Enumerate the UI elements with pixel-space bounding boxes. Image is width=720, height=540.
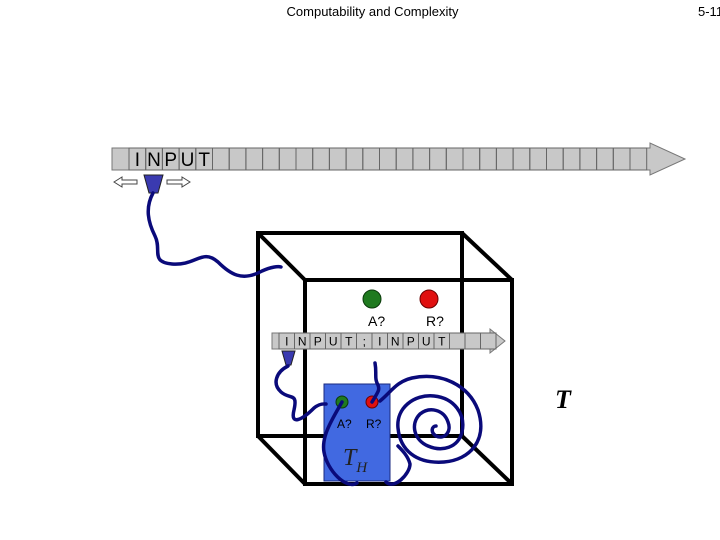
cube-back-face: [303, 278, 514, 486]
outer-head-shape: [143, 174, 164, 194]
wire-TH-to-accept: [321, 400, 359, 487]
cube-edge-bottom-left: [256, 434, 307, 486]
cube-edge-top-left: [256, 231, 307, 282]
move-left-arrow-icon: [113, 176, 138, 188]
machine-T-accept-light: [362, 289, 382, 309]
inner-tape-letter: T: [345, 334, 353, 348]
machine-TH-label: TH: [343, 445, 368, 476]
inner-tape-letter: N: [298, 334, 307, 348]
outer-tape-cells: [128, 147, 648, 171]
machine-TH-reject-label: R?: [366, 417, 382, 431]
outer-tape-letter: P: [164, 150, 177, 171]
move-right-arrow-icon: [166, 176, 191, 188]
machine-T-reject-label: R?: [426, 313, 444, 329]
cube-edge-bottom-right: [460, 434, 514, 486]
outer-tape-letter: U: [181, 150, 195, 171]
machine-TH-label-main: T: [343, 445, 358, 471]
inner-tape-head: [281, 350, 296, 366]
inner-tape-letter: P: [407, 334, 415, 348]
wire-outer-head-to-cube: [146, 191, 283, 278]
inner-tape-letter: N: [391, 334, 400, 348]
inner-tape-cells: [278, 332, 497, 350]
inner-tape-letter: P: [314, 334, 322, 348]
inner-tape-letter: U: [329, 334, 338, 348]
inner-tape-letter: U: [422, 334, 431, 348]
inner-tape-letter: I: [285, 334, 288, 348]
machine-T-label: T: [555, 385, 572, 414]
slide-number: 5-11: [698, 4, 720, 19]
inner-tape-letter: T: [438, 334, 446, 348]
wire-spiral-coil: [378, 374, 483, 486]
cube-edge-top-right: [460, 231, 514, 282]
outer-tape-head: [143, 174, 164, 194]
wire-inner-head-loop: [274, 364, 328, 422]
inner-tape-cell: [480, 332, 497, 350]
outer-tape-letter: T: [198, 150, 210, 171]
outer-tape-letter: N: [147, 150, 161, 171]
wires: [146, 191, 483, 487]
inner-tape-letter: I: [378, 334, 381, 348]
machine-TH-label-sub: H: [355, 460, 368, 476]
outer-tape-letter: I: [135, 150, 140, 171]
course-title: Computability and Complexity: [286, 4, 459, 19]
inner-tape-letter: ;: [363, 334, 366, 348]
wire-TH-to-reject: [370, 361, 381, 404]
machine-TH-accept-label: A?: [337, 417, 352, 431]
outer-tape-cell: [629, 147, 648, 171]
machine-T-reject-light: [419, 289, 439, 309]
machine-T-accept-label: A?: [368, 313, 385, 329]
